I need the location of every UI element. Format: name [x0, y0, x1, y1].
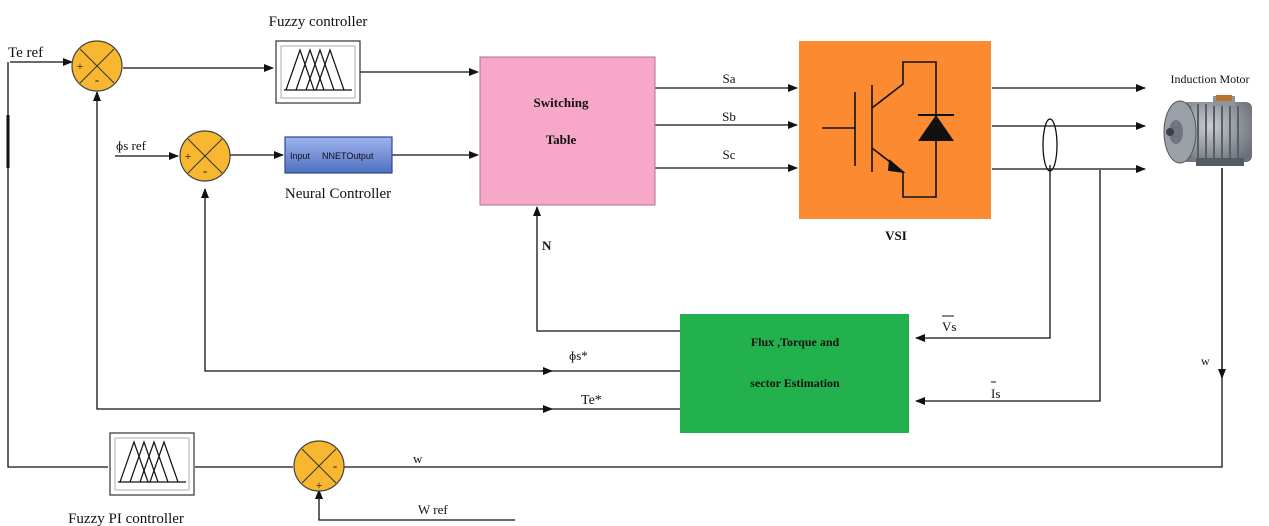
- induction-motor-label: Induction Motor: [1171, 72, 1250, 86]
- sum3-minus-sign: -: [333, 458, 337, 473]
- sum1-plus-sign: +: [77, 59, 84, 73]
- phis-ref-label: ɸs ref: [116, 138, 147, 153]
- te-ref-label: Te ref: [8, 45, 43, 61]
- summing-junction-flux: + -: [180, 131, 230, 181]
- sum1-minus-sign: -: [95, 72, 99, 87]
- sb-label: Sb: [722, 109, 736, 124]
- switching-table-title-2: Table: [546, 132, 577, 147]
- vsi-label: VSI: [885, 228, 907, 243]
- fuzzy-pi-controller-label: Fuzzy PI controller: [68, 511, 184, 526]
- is-label: Is: [991, 386, 1000, 401]
- nnet-output-label: NNETOutput: [322, 151, 374, 161]
- fuzzy-pi-controller-block: [110, 433, 194, 495]
- induction-motor-icon: [1164, 95, 1252, 166]
- sa-label: Sa: [723, 71, 736, 86]
- sum2-plus-sign: +: [185, 149, 192, 163]
- estimator-title-1: Flux ,Torque and: [751, 335, 840, 349]
- summing-junction-speed: - +: [294, 441, 344, 492]
- fuzzy-controller-block: [276, 41, 360, 103]
- neural-network-block: Input NNETOutput: [285, 137, 392, 173]
- flux-torque-estimator-block: Flux ,Torque and sector Estimation: [680, 314, 909, 433]
- n-label: N: [542, 238, 552, 253]
- w-ref-label: W ref: [418, 502, 448, 517]
- w-feedback-label: w: [413, 451, 423, 466]
- summing-junction-torque: + -: [72, 41, 122, 91]
- sum2-minus-sign: -: [203, 163, 207, 178]
- te-star-label: Te*: [581, 393, 602, 408]
- wire-n-feedback: [537, 207, 680, 331]
- sum3-plus-sign: +: [316, 478, 323, 492]
- fuzzy-controller-label: Fuzzy controller: [269, 14, 368, 30]
- sc-label: Sc: [723, 147, 736, 162]
- current-sensor-icon: [1043, 119, 1057, 171]
- wire-w-ref: [319, 490, 515, 520]
- w-motor-label: w: [1201, 354, 1210, 368]
- vsi-block: [799, 41, 991, 219]
- estimator-title-2: sector Estimation: [750, 376, 840, 390]
- neural-controller-label: Neural Controller: [285, 186, 391, 202]
- nnet-input-label: Input: [290, 151, 311, 161]
- wire-phis-feedback: [205, 189, 680, 371]
- wire-pi-to-te-ref: [8, 62, 108, 467]
- switching-table-title-1: Switching: [534, 95, 589, 110]
- phis-star-label: ɸs*: [569, 348, 588, 363]
- switching-table-block: Switching Table: [480, 57, 655, 205]
- vs-label: Vs: [942, 319, 956, 334]
